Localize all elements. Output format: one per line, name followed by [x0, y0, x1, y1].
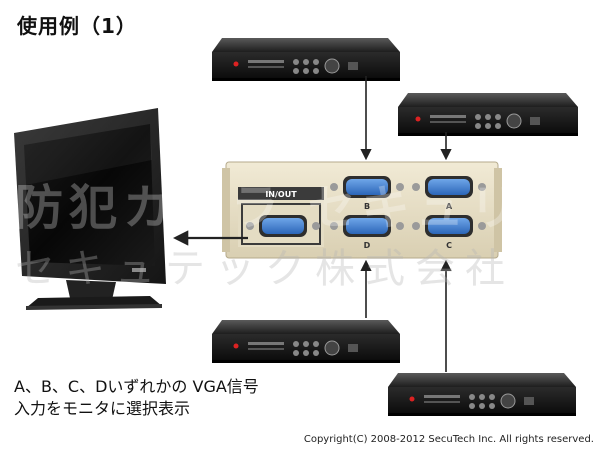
vga-port-a	[412, 176, 486, 198]
description-line2: 入力をモニタに選択表示	[14, 399, 191, 418]
port-b-label: B	[364, 202, 370, 211]
description: A、B、C、Dいずれかの VGA信号 入力をモニタに選択表示	[14, 376, 259, 420]
port-a-label: A	[446, 202, 453, 211]
dvr-device-2	[398, 93, 578, 136]
dvr-device-1	[212, 38, 400, 81]
vga-port-inout	[246, 215, 320, 237]
vga-port-b	[330, 176, 404, 198]
vga-port-d	[330, 215, 404, 237]
copyright: Copyright(C) 2008-2012 SecuTech Inc. All…	[303, 434, 594, 445]
vga-port-c	[412, 215, 486, 237]
dvr-device-4	[388, 373, 576, 416]
port-d-label: D	[364, 241, 371, 250]
page-title: 使用例（1）	[17, 14, 137, 38]
description-line1: A、B、C、Dいずれかの VGA信号	[14, 377, 259, 396]
inout-label: IN/OUT	[265, 190, 297, 199]
monitor	[14, 108, 166, 310]
dvr-device-3	[212, 320, 400, 363]
port-c-label: C	[446, 241, 452, 250]
